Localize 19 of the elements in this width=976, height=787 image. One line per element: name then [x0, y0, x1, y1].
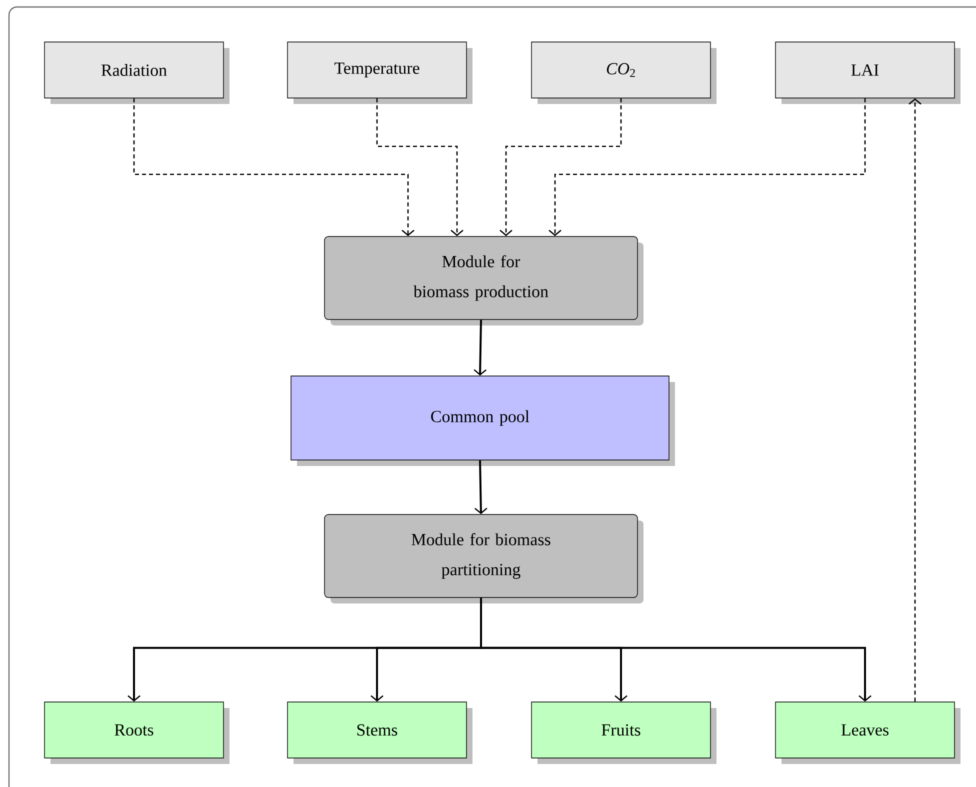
input-box: CO$_{2}$ — [531, 42, 716, 104]
organ-box: Leaves — [775, 702, 961, 764]
module-box: Module for biomass partitioning — [324, 514, 644, 604]
organ-box: Roots — [44, 702, 230, 764]
arrow — [133, 98, 414, 236]
arrow — [500, 98, 622, 236]
arrow — [474, 460, 488, 514]
organ-box: Stems — [287, 702, 472, 764]
input-box: Radiation — [44, 42, 230, 104]
input-box: LAI — [775, 42, 961, 104]
arrow — [480, 598, 872, 702]
arrow — [474, 320, 487, 376]
input-box: Temperature — [287, 42, 472, 104]
organ-box: Fruits — [531, 702, 716, 764]
arrow — [908, 98, 922, 702]
pool-box: Common pool — [290, 376, 675, 466]
arrow — [376, 98, 464, 236]
arrow — [548, 98, 866, 236]
module-box: Module for biomass production — [324, 236, 644, 326]
